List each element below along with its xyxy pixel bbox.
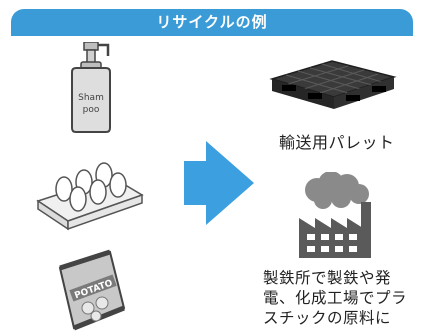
arrow-right-icon xyxy=(184,141,254,225)
section-header: リサイクルの例 xyxy=(11,9,413,36)
egg-carton-icon xyxy=(36,162,144,231)
chips-bag-icon: POTATO xyxy=(58,249,126,331)
shampoo-bottle-icon: Sham poo xyxy=(71,42,111,133)
result-label-pallet: 輸送用パレット xyxy=(279,133,395,152)
factory-icon xyxy=(299,172,371,258)
pallet-icon xyxy=(269,60,397,109)
section-title: リサイクルの例 xyxy=(156,13,268,31)
shampoo-label-line2: poo xyxy=(83,105,100,115)
shampoo-label-line1: Sham xyxy=(78,93,104,103)
result-label-steel: 製鉄所で製鉄や発 電、化成工場でプラ スチックの原料に xyxy=(263,269,408,327)
